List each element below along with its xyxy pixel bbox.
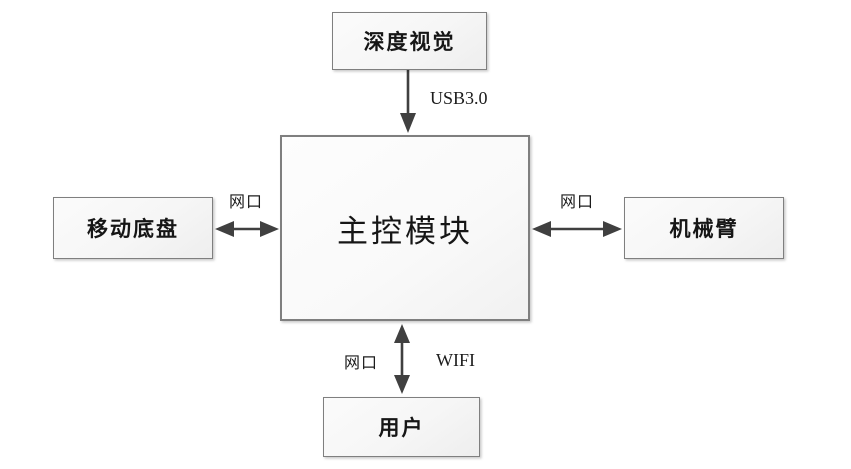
- edge-label-usb: USB3.0: [430, 88, 488, 108]
- edge-label-wifi: WIFI: [436, 350, 475, 370]
- edge-label-network-bottom: 网口: [344, 355, 379, 372]
- node-user-label: 用户: [378, 416, 425, 440]
- edge-label-network-right: 网口: [560, 194, 595, 211]
- left-network-double-arrow-icon: [215, 221, 279, 237]
- node-robot-arm-label: 机械臂: [669, 217, 739, 241]
- node-robot-arm: 机械臂: [624, 197, 784, 259]
- node-user: 用户: [323, 397, 480, 457]
- bottom-network-double-arrow-icon: [394, 324, 410, 394]
- node-mobile-chassis: 移动底盘: [53, 197, 213, 259]
- node-depth-vision: 深度视觉: [332, 12, 487, 70]
- usb-arrow-down-icon: [400, 70, 416, 133]
- node-mobile-chassis-label: 移动底盘: [87, 217, 179, 241]
- node-main-control-label: 主控模块: [337, 213, 473, 249]
- edge-label-network-left: 网口: [229, 194, 264, 211]
- node-main-control: 主控模块: [280, 135, 530, 321]
- right-network-double-arrow-icon: [532, 221, 622, 237]
- node-depth-vision-label: 深度视觉: [363, 30, 456, 54]
